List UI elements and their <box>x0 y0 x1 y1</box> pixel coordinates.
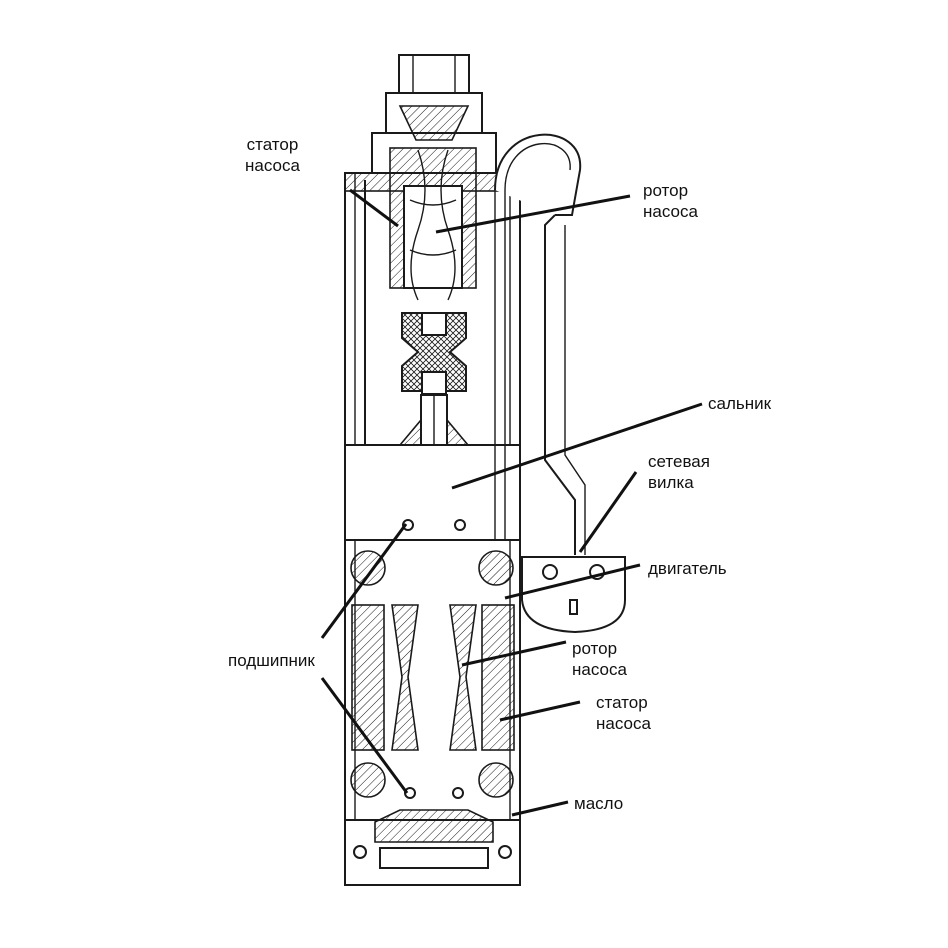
plug <box>521 556 626 634</box>
motor-rotor <box>391 604 477 751</box>
pump-stator <box>389 147 477 289</box>
power-cable <box>494 133 586 555</box>
label-rotor-bottom: ротор насоса <box>572 639 627 679</box>
leader-bearing-top <box>320 523 408 639</box>
bottom-bearing <box>404 787 464 799</box>
label-seal: сальник <box>708 394 772 413</box>
leader-motor <box>504 563 641 600</box>
label-bearing: подшипник <box>228 651 315 670</box>
leader-stator-top <box>349 188 399 228</box>
leader-seal <box>451 402 703 490</box>
leader-bearing-bottom <box>320 677 409 794</box>
label-stator-top: статор насоса <box>245 135 300 175</box>
leader-plug <box>578 471 638 553</box>
leader-rotor-bottom <box>461 640 567 667</box>
label-rotor-top: ротор насоса <box>643 181 698 221</box>
leader-oil <box>511 800 569 817</box>
leader-rotor-top <box>435 194 631 234</box>
label-motor: двигатель <box>648 559 727 578</box>
label-plug: сетевая вилка <box>648 452 710 492</box>
leader-stator-bottom <box>499 700 581 722</box>
label-stator-bottom: статор насоса <box>596 693 651 733</box>
base <box>344 809 521 886</box>
coupling <box>401 312 467 395</box>
leader-lines <box>320 188 703 817</box>
label-oil: масло <box>574 794 624 813</box>
motor-stator <box>351 604 515 751</box>
seal-assembly <box>344 417 521 541</box>
